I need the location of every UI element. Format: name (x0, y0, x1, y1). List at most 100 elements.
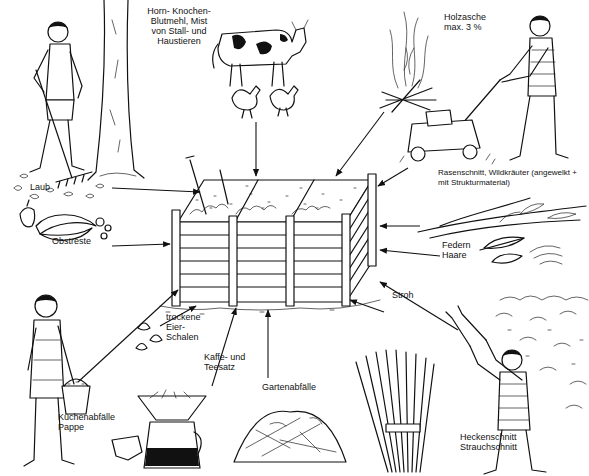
wood-fire-part (380, 80, 436, 112)
fruit-scraps (20, 200, 111, 240)
flow-arrows-part (336, 112, 384, 176)
flow-arrows-part (380, 225, 420, 226)
person-with-bucket-part (35, 295, 57, 317)
person-mowing-part (510, 96, 568, 160)
compost-bin-part (229, 216, 237, 306)
material-label: Laub (30, 182, 50, 192)
person-raking-part (56, 172, 92, 188)
material-label: Stroh (392, 290, 414, 300)
person-mowing-part (500, 46, 548, 82)
grass-clippings (418, 198, 586, 238)
egg-shells-part (138, 323, 150, 330)
person-raking-part (30, 120, 84, 172)
coffee-filter-part (138, 396, 206, 420)
coffee-filter-part (144, 422, 200, 468)
flow-arrows-part (350, 300, 384, 312)
person-mowing-part (529, 50, 555, 86)
compost-bin-part (176, 235, 346, 287)
person-raking-part (34, 50, 82, 98)
person-raking-part (48, 22, 68, 28)
person-mowing (400, 16, 568, 164)
wood-fire (380, 12, 436, 112)
person-trimming-hedge-part (498, 384, 529, 420)
person-trimming-hedge (446, 296, 588, 474)
chickens-part (242, 110, 252, 118)
coffee-filter-part (145, 448, 199, 466)
tree-trunk-part (88, 0, 105, 180)
feathers-hair-part (484, 237, 524, 248)
chickens (232, 86, 298, 118)
flow-arrows (78, 112, 458, 386)
cardboard-piece (112, 436, 142, 460)
person-raking-part (46, 100, 74, 120)
cow (213, 20, 308, 86)
compost-bin-part (176, 222, 346, 302)
compost-bin-part (190, 204, 330, 214)
flow-arrows-part (267, 310, 268, 378)
material-label: Holzasche max. 3 % (444, 12, 496, 32)
tree-trunk-part (110, 20, 120, 152)
wood-fire-part (390, 12, 428, 88)
feathers-hair-part (480, 238, 524, 250)
flow-arrows-part (112, 244, 170, 246)
material-label: Horn- Knochen- Blutmehl, Mist von Stall-… (146, 6, 212, 46)
chickens-part (278, 108, 288, 116)
coffee-filter-part (150, 390, 190, 398)
fruit-scraps-part (27, 200, 29, 206)
person-raking-part (48, 22, 68, 42)
egg-shells-part (136, 344, 147, 351)
compost-bin-part (342, 214, 350, 306)
cardboard-piece-part (112, 436, 142, 460)
compost-bin (160, 156, 380, 314)
straw-bundle-part (386, 424, 420, 432)
material-label: Rasenschnitt, Wildkräuter (angewelkt + m… (438, 168, 588, 188)
tree-trunk-part (100, 173, 136, 176)
person-raking-part (36, 70, 72, 178)
person-mowing-part (400, 154, 495, 164)
cow-part (232, 34, 288, 54)
person-trimming-hedge-part (502, 350, 522, 356)
fruit-scraps-part (96, 218, 104, 226)
compost-bin-part (196, 186, 356, 208)
person-with-bucket-part (64, 379, 88, 386)
compost-bin-part (235, 180, 314, 222)
person-with-bucket-part (33, 340, 62, 380)
chickens-part (270, 86, 298, 110)
cow-part (292, 20, 308, 30)
person-mowing-part (462, 80, 500, 124)
material-label: Federn Haare (442, 240, 480, 260)
flow-arrows-part (112, 188, 200, 192)
fruit-scraps-part (105, 225, 111, 231)
person-mowing-part (426, 110, 452, 126)
flow-arrows-part (380, 282, 458, 330)
straw-bundle-part (356, 350, 434, 472)
material-label: Obstreste (52, 236, 91, 246)
person-trimming-hedge-part (498, 372, 530, 430)
coffee-filter (138, 390, 206, 468)
feathers-hair (480, 237, 562, 264)
flow-arrows-part (378, 168, 408, 186)
person-mowing-part (463, 145, 477, 159)
compost-bin-part (368, 174, 376, 266)
grass-clippings-part (500, 204, 576, 222)
fruit-scraps-part (101, 233, 107, 239)
fruit-scraps-part (20, 208, 35, 227)
feathers-hair-part (530, 246, 562, 264)
garden-waste-pile-part (234, 411, 346, 462)
person-mowing-part (411, 147, 425, 161)
person-with-bucket-part (62, 386, 90, 414)
material-label: Heckenschnitt Strauchschnitt (460, 432, 532, 452)
straw-bundle (356, 350, 434, 472)
person-with-bucket-part (35, 295, 57, 302)
flow-arrows-part (255, 122, 256, 176)
garden-waste-pile-part (246, 418, 336, 456)
garden-waste-pile (234, 411, 346, 462)
egg-shells (136, 323, 162, 350)
egg-shells-part (150, 335, 162, 342)
material-label: Kaffe- und Teesatz (204, 352, 256, 372)
tree-trunk-part (127, 0, 144, 178)
material-label: trockene Eier- Schalen (166, 312, 208, 342)
compost-bin-part (186, 156, 228, 214)
person-mowing-part (530, 16, 550, 22)
flow-arrows-part (380, 250, 440, 256)
